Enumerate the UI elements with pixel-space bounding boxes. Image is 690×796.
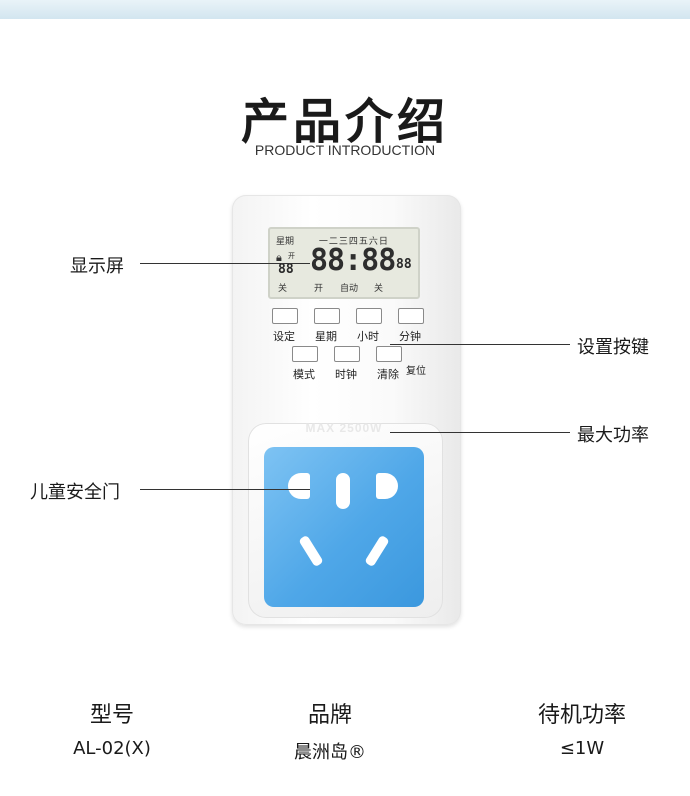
clear-button[interactable] [376,346,402,362]
left-round-hole-icon [288,473,310,499]
callout-max-power-line [390,432,570,433]
lcd-seconds-digits: 88 [396,257,412,272]
week-button[interactable] [314,308,340,324]
mode-button[interactable] [292,346,318,362]
callout-buttons-label: 设置按键 [577,337,649,358]
lcd-bottom-close: 关 [374,284,384,294]
week-button-label: 星期 [315,330,337,343]
clock-button[interactable] [334,346,360,362]
lcd-main-digits: 88:88 [310,243,396,278]
spec-model-header: 型号 [89,703,134,728]
lock-icon: 🔒︎ [276,251,282,264]
callout-child-door-label: 儿童安全门 [30,482,120,503]
spec-brand-value: 晨洲岛® [294,742,366,763]
middle-slot-hole-icon [336,473,350,509]
reset-label: 复位 [406,366,426,377]
right-angled-slot-icon [364,534,390,568]
page-title: 产品介绍 [240,94,449,150]
clear-button-label: 清除 [377,368,399,381]
set-button[interactable] [272,308,298,324]
minute-button[interactable] [398,308,424,324]
spec-brand-header: 品牌 [307,703,352,728]
mode-button-label: 模式 [293,368,315,381]
set-button-label: 设定 [273,330,295,343]
timer-socket-device: 星期 一二三四五六日 🔒︎ 开 88 88:88 88 关 开 自动 关 设定 … [232,195,461,625]
lcd-top-row: 星期 一二三四五六日 [276,234,389,247]
lcd-small-digits: 88 [278,262,294,277]
spec-standby-header: 待机功率 [537,703,626,728]
callout-display-label: 显示屏 [70,256,124,277]
hour-button-label: 小时 [357,330,379,343]
max-power-text: MAX 2500W [305,421,383,435]
child-safety-door [264,447,424,607]
top-banner-strip [0,0,690,22]
left-angled-slot-icon [298,534,324,568]
callout-max-power-label: 最大功率 [577,425,649,446]
lcd-bottom-auto: 自动 [340,284,359,294]
minute-button-label: 分钟 [399,330,421,343]
spec-model-value: AL-02(X) [73,738,151,759]
lcd-days: 一二三四五六日 [318,237,389,247]
clock-button-label: 时钟 [335,368,357,381]
lcd-open-small: 开 [288,252,295,260]
hour-button[interactable] [356,308,382,324]
lcd-week-label: 星期 [276,237,295,247]
lcd-display: 星期 一二三四五六日 🔒︎ 开 88 88:88 88 关 开 自动 关 [268,227,420,299]
page-subtitle: PRODUCT INTRODUCTION [254,142,436,158]
spec-standby-value: ≤1W [559,738,605,759]
lcd-bottom-close-left: 关 [278,284,288,294]
callout-display-line [140,263,310,264]
lcd-bottom-open: 开 [314,284,324,294]
right-round-hole-icon [376,473,398,499]
callout-buttons-line [390,344,570,345]
callout-child-door-line [140,489,310,490]
